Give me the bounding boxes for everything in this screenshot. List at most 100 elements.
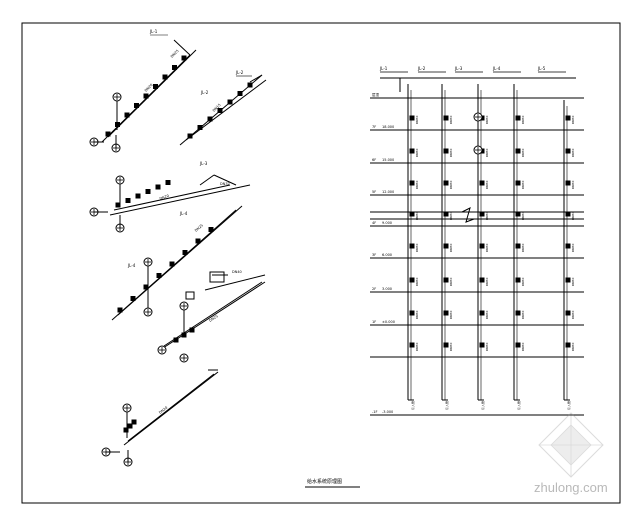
pipe-size-label: DN50	[521, 311, 525, 319]
fitting-icon	[208, 227, 214, 232]
floor-label: 2F	[372, 287, 376, 291]
valve-icon	[409, 211, 415, 217]
fitting-icon	[237, 91, 243, 96]
column-header: JL-5	[537, 66, 546, 71]
pipe-size-label: DN50	[521, 343, 525, 351]
system-tag: JL-2	[235, 70, 244, 75]
fitting-icon	[187, 133, 193, 139]
fitting-icon	[169, 261, 175, 267]
riser-bottom-tag: 引入管	[410, 401, 415, 410]
pipe-size-label: DN50	[415, 311, 419, 319]
pipe-size-label: DN50	[571, 244, 575, 252]
fitting-icon	[189, 327, 195, 333]
valve-icon	[443, 211, 449, 217]
pipe-size-label: DN50	[449, 116, 453, 124]
pipe-size-label: DN50	[415, 343, 419, 351]
valve-icon	[565, 211, 571, 217]
axo-system-4: DN25	[157, 281, 266, 363]
valve-icon	[409, 180, 415, 186]
fitting-icon	[247, 82, 253, 88]
valve-icon	[443, 180, 449, 186]
pipe-size-label: DN25	[194, 223, 204, 233]
pipe-size-label: DN50	[449, 149, 453, 157]
pipe-size-label: DN50	[485, 343, 489, 351]
fitting-icon	[162, 74, 168, 80]
pipe-line-parallel	[117, 205, 243, 316]
pipe-size-label: DN50	[449, 343, 453, 351]
pipe-size-label: DN50	[571, 278, 575, 286]
drawing-caption: 给水系统原理图	[307, 478, 342, 485]
pipe-size-label: DN50	[485, 181, 489, 189]
fitting-icon	[153, 84, 158, 89]
pipe-size-label: DN50	[415, 149, 419, 157]
pipe-line-parallel	[163, 281, 263, 347]
column-header: JL-2	[417, 66, 426, 71]
sheet-border	[21, 22, 621, 504]
pipe-size-label: DN50	[415, 116, 419, 124]
valve-icon	[443, 277, 449, 283]
pipe-line	[173, 39, 191, 56]
fitting-icon	[130, 296, 136, 301]
floor-elevation-label: 6.000	[382, 253, 392, 257]
pipe-size-label: DN50	[449, 181, 453, 189]
floor-label: 1F	[372, 320, 376, 324]
pipe-size-label: DN50	[521, 244, 525, 252]
valve-icon	[479, 310, 485, 316]
floor-label: -1F	[372, 410, 378, 414]
pipe-line	[204, 274, 266, 291]
riser-bottom-tag: 引入管	[480, 401, 485, 410]
valve-icon	[479, 342, 485, 348]
pipe-size-label: DN50	[485, 278, 489, 286]
fitting-icon	[172, 65, 177, 70]
floor-elevation-label: 3.000	[382, 287, 392, 291]
fitting-icon	[227, 99, 233, 105]
fitting-icon	[143, 93, 149, 99]
floor-elevation-label: 18.000	[382, 125, 394, 129]
column-header: JL-3	[454, 66, 463, 71]
floor-elevation-label: ±0.000	[382, 320, 395, 324]
valve-icon	[565, 277, 571, 283]
fitting-icon	[182, 250, 188, 255]
valve-icon	[409, 342, 415, 348]
pipe-size-label: DN50	[571, 212, 575, 220]
system-tag: JL-3	[199, 161, 208, 166]
fitting-icon	[155, 184, 161, 190]
valve-icon	[479, 180, 485, 186]
fitting-icon	[105, 131, 111, 137]
valve-icon	[565, 148, 571, 154]
pipe-size-label: DN50	[521, 212, 525, 220]
riser-bottom-tag: 引入管	[516, 401, 521, 410]
floor-label: 7F	[372, 125, 376, 129]
pipe-size-label: DN50	[485, 244, 489, 252]
riser-bottom-tag: 引入管	[444, 401, 449, 410]
equipment-icon	[209, 271, 225, 283]
valve-icon	[515, 277, 521, 283]
pipe-size-label: DN40	[232, 270, 242, 274]
floor-label: 4F	[372, 221, 376, 225]
floor-label: 5F	[372, 190, 376, 194]
system-tag: JL-4	[127, 263, 136, 268]
pipe-size-label: DN50	[415, 181, 419, 189]
pipe-size-label: DN50	[571, 116, 575, 124]
fitting-icon	[181, 55, 187, 61]
pipe-size-label: DN50	[571, 311, 575, 319]
break-symbol	[461, 207, 475, 223]
pipe-size-label: DN50	[571, 181, 575, 189]
pipe-size-label: DN50	[415, 244, 419, 252]
pipe-size-label: DN50	[521, 181, 525, 189]
pipe-size-label: DN50	[415, 212, 419, 220]
valve-icon	[515, 115, 521, 121]
pipe-size-label: DN50	[485, 212, 489, 220]
pipe-size-label: DN25	[170, 49, 180, 59]
equipment-icon	[185, 291, 195, 300]
floor-elevation-label: 9.000	[382, 221, 392, 225]
pipe-size-label: DN32	[220, 182, 230, 186]
axo-system-5: DN20	[101, 369, 219, 467]
pipe-size-label: DN50	[485, 311, 489, 319]
column-header: JL-1	[379, 66, 388, 71]
fitting-icon	[207, 116, 213, 122]
floor-label: 6F	[372, 158, 376, 162]
pipe-line	[249, 74, 263, 83]
